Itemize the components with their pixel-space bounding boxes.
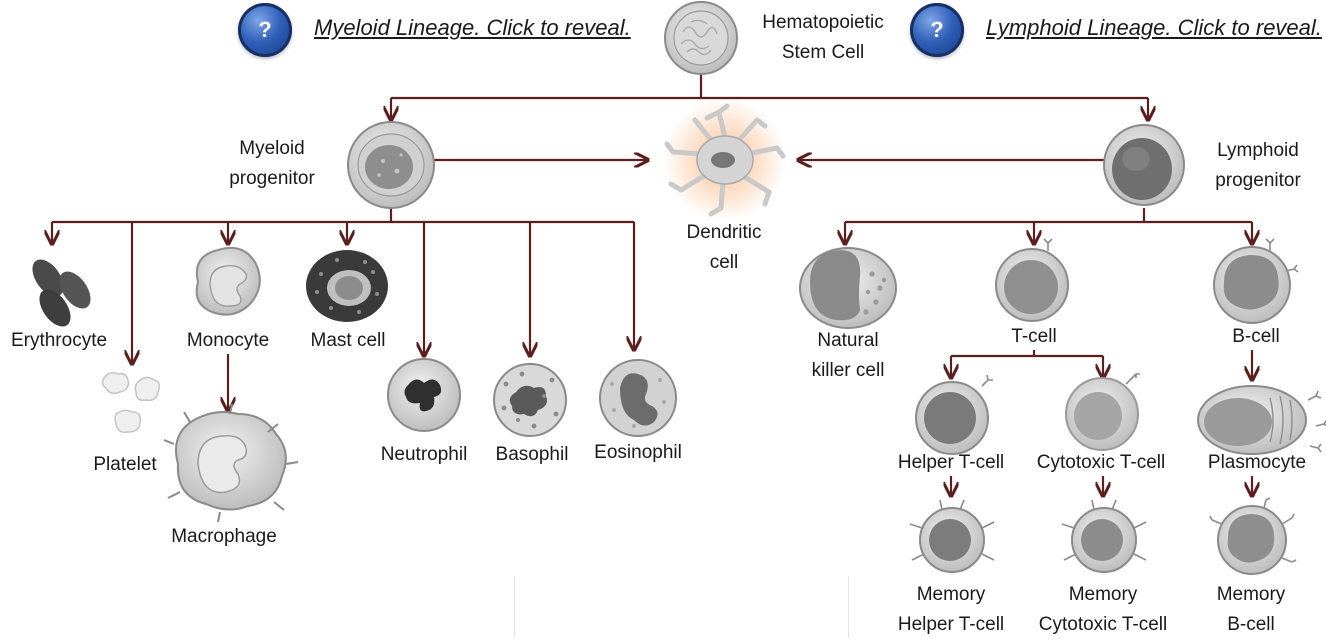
nk-cell-image <box>799 247 897 329</box>
mast-cell-image <box>306 250 388 322</box>
myeloid-progenitor-label: Myeloid progenitor <box>229 138 315 189</box>
platelet-label: Platelet <box>93 454 157 475</box>
helper-t-cell-label: Helper T-cell <box>897 452 1005 473</box>
myeloid-reveal-link[interactable]: Myeloid Lineage. Click to reveal. <box>314 15 631 40</box>
memory-cytotoxic-t-cell-image <box>1061 499 1147 573</box>
stem-cell-image <box>664 1 738 75</box>
dendritic-cell-image <box>663 98 787 222</box>
b-cell-label: B-cell <box>1232 326 1280 347</box>
mast-cell-label: Mast cell <box>310 330 386 351</box>
platelet-image <box>101 371 161 434</box>
memory-cytotoxic-t-cell-label: Memory Cytotoxic T-cell <box>1038 584 1168 635</box>
eosinophil-image <box>599 359 677 437</box>
myeloid-progenitor-image <box>347 121 435 209</box>
nk-cell-label: Natural killer cell <box>811 330 885 381</box>
basophil-label: Basophil <box>495 444 569 465</box>
b-cell-image <box>1213 238 1299 324</box>
cytotoxic-t-cell-image <box>1065 373 1140 451</box>
memory-b-cell-image <box>1209 497 1297 575</box>
memory-b-cell-label: Memory B-cell <box>1216 584 1286 635</box>
neutrophil-label: Neutrophil <box>380 444 468 465</box>
erythrocyte-image <box>32 259 91 327</box>
divider-left <box>514 576 515 638</box>
helper-t-cell-image <box>915 374 993 455</box>
lymphoid-reveal-link[interactable]: Lymphoid Lineage. Click to reveal. <box>986 15 1322 40</box>
dendritic-cell-label: Dendritic cell <box>686 222 762 273</box>
myeloid-help-button[interactable]: ? <box>238 3 292 57</box>
t-cell-image <box>995 238 1069 322</box>
macrophage-image <box>163 403 299 523</box>
lymphoid-help-button[interactable]: ? <box>910 3 964 57</box>
plasmocyte-label: Plasmocyte <box>1207 452 1307 473</box>
question-mark-circle-icon: ? <box>258 17 272 42</box>
memory-helper-t-cell-image <box>909 499 995 573</box>
macrophage-label: Macrophage <box>171 526 277 547</box>
monocyte-image <box>195 246 261 316</box>
erythrocyte-label: Erythrocyte <box>10 330 108 351</box>
stem-cell-label: Hematopoietic Stem Cell <box>762 12 884 63</box>
lymphoid-progenitor-image <box>1103 124 1185 206</box>
neutrophil-image <box>387 358 461 432</box>
divider-right <box>848 576 849 638</box>
memory-helper-t-cell-label: Memory Helper T-cell <box>897 584 1005 635</box>
eosinophil-label: Eosinophil <box>594 442 682 463</box>
t-cell-label: T-cell <box>1011 326 1057 347</box>
basophil-image <box>493 363 567 437</box>
plasmocyte-image <box>1197 385 1326 455</box>
monocyte-label: Monocyte <box>186 330 270 351</box>
cytotoxic-t-cell-label: Cytotoxic T-cell <box>1036 452 1166 473</box>
lymphoid-progenitor-label: Lymphoid progenitor <box>1215 140 1301 191</box>
question-mark-circle-icon: ? <box>930 17 944 42</box>
connector-lines <box>52 75 1252 496</box>
